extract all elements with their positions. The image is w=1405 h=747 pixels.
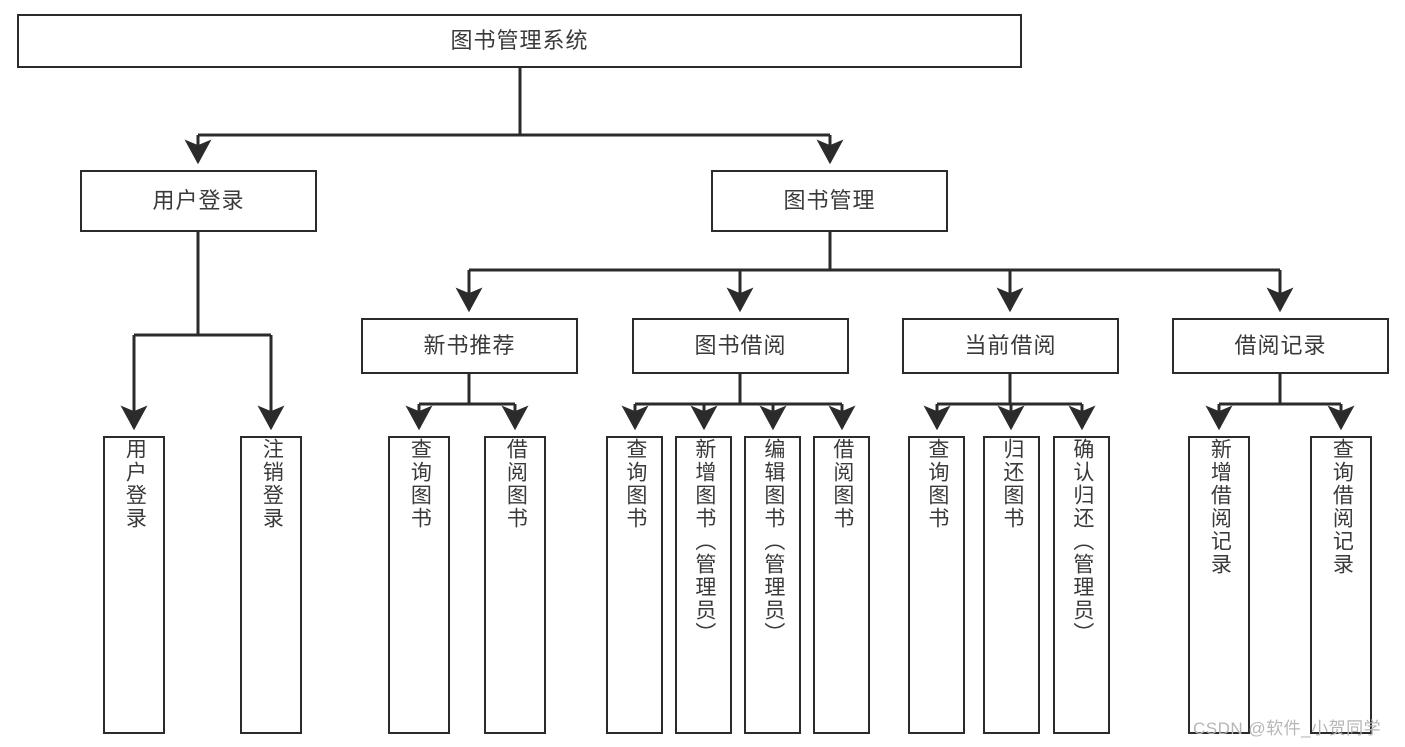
node-leaf-query-book-borrow[interactable]: 查询图书 <box>606 436 663 734</box>
node-leaf-query-borrow-record[interactable]: 查询借阅记录 <box>1310 436 1372 734</box>
node-leaf-query-book-rec[interactable]: 查询图书 <box>388 436 450 734</box>
node-leaf-query-book-rec-label: 查询图书 <box>408 438 432 530</box>
node-book-borrow-label: 图书借阅 <box>694 333 787 359</box>
node-leaf-borrow-book[interactable]: 借阅图书 <box>813 436 870 734</box>
node-leaf-add-borrow-record-label: 新增借阅记录 <box>1208 438 1232 576</box>
node-borrow-record-label: 借阅记录 <box>1234 333 1327 359</box>
watermark-text: CSDN @软件_小贺同学 <box>1193 719 1382 738</box>
node-current-borrow-label: 当前借阅 <box>964 333 1057 359</box>
node-leaf-confirm-return-admin[interactable]: 确认归还（管理员） <box>1053 436 1110 734</box>
node-leaf-add-book-admin-label: 新增图书（管理员） <box>692 438 716 645</box>
node-borrow-record[interactable]: 借阅记录 <box>1172 318 1389 374</box>
node-leaf-query-book-borrow-label: 查询图书 <box>623 438 647 530</box>
node-leaf-user-login-label: 用户登录 <box>123 438 147 530</box>
node-new-book-recommend[interactable]: 新书推荐 <box>361 318 578 374</box>
node-leaf-add-book-admin[interactable]: 新增图书（管理员） <box>675 436 732 734</box>
node-leaf-borrow-book-rec-label: 借阅图书 <box>504 438 528 530</box>
node-leaf-query-book-cur-label: 查询图书 <box>925 438 949 530</box>
node-user-login[interactable]: 用户登录 <box>80 170 317 232</box>
node-book-manage[interactable]: 图书管理 <box>711 170 948 232</box>
node-new-book-recommend-label: 新书推荐 <box>423 333 516 359</box>
node-current-borrow[interactable]: 当前借阅 <box>902 318 1119 374</box>
node-leaf-confirm-return-admin-label: 确认归还（管理员） <box>1070 438 1094 645</box>
node-leaf-query-borrow-record-label: 查询借阅记录 <box>1330 438 1354 576</box>
node-leaf-return-book-label: 归还图书 <box>1000 438 1024 530</box>
node-leaf-edit-book-admin-label: 编辑图书（管理员） <box>761 438 785 645</box>
node-leaf-logout[interactable]: 注销登录 <box>240 436 302 734</box>
node-leaf-user-login[interactable]: 用户登录 <box>103 436 165 734</box>
node-root-label: 图书管理系统 <box>450 28 589 54</box>
node-leaf-return-book[interactable]: 归还图书 <box>983 436 1040 734</box>
node-leaf-edit-book-admin[interactable]: 编辑图书（管理员） <box>744 436 801 734</box>
node-leaf-add-borrow-record[interactable]: 新增借阅记录 <box>1188 436 1250 734</box>
edges <box>120 68 1355 431</box>
node-leaf-query-book-cur[interactable]: 查询图书 <box>908 436 965 734</box>
node-leaf-logout-label: 注销登录 <box>260 438 284 530</box>
node-book-manage-label: 图书管理 <box>783 188 876 214</box>
node-leaf-borrow-book-rec[interactable]: 借阅图书 <box>484 436 546 734</box>
node-user-login-label: 用户登录 <box>152 188 245 214</box>
node-root[interactable]: 图书管理系统 <box>17 14 1022 68</box>
node-book-borrow[interactable]: 图书借阅 <box>632 318 849 374</box>
node-leaf-borrow-book-label: 借阅图书 <box>830 438 854 530</box>
